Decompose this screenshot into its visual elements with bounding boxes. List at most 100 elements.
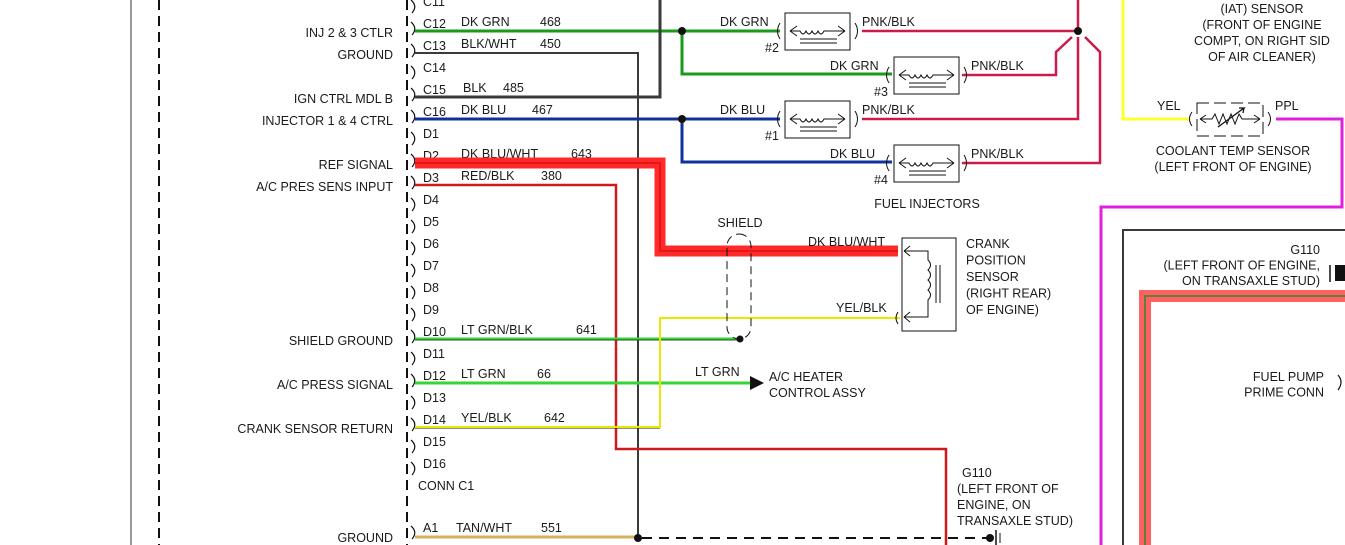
pin-contact-icon [410, 109, 416, 124]
pin-contact-icon [410, 131, 416, 146]
circuit-number: 450 [540, 37, 561, 51]
wire-color-label: DK BLU [461, 103, 506, 117]
wire-color-label: LT GRN [461, 367, 506, 381]
pin-d8: D8 [410, 281, 439, 300]
circuit-number: 467 [532, 103, 553, 117]
coolant-sensor-label: (LEFT FRONT OF ENGINE) [1154, 160, 1311, 174]
pin-contact-icon [410, 329, 416, 344]
circuit-number: 66 [537, 367, 551, 381]
wire-color-label: BLK/WHT [461, 37, 517, 51]
circuit-number: 468 [540, 15, 561, 29]
splice-dot [678, 27, 686, 35]
wire-yel-blk-642 [415, 317, 900, 428]
g110-ground-label: (LEFT FRONT OF [957, 482, 1059, 496]
wire-fuel-pump-highlighted [1139, 290, 1345, 545]
circuit-number: 642 [544, 411, 565, 425]
g110-ground-label: TRANSAXLE STUD) [957, 514, 1073, 528]
pin-function-label: IGN CTRL MDL B [294, 92, 393, 106]
pin-number: A1 [423, 521, 438, 535]
pin-d4: D4 [410, 193, 439, 212]
pin-number: C15 [423, 83, 446, 97]
pin-contact-icon [410, 153, 416, 168]
injector-input-wire-label: DK BLU [830, 147, 875, 161]
pin-d13: D13 [410, 391, 446, 410]
circuit-number: 485 [503, 81, 524, 95]
pin-number: D5 [423, 215, 439, 229]
connector-bracket-icon [886, 154, 890, 172]
pin-c11: C11 [410, 0, 445, 14]
injector-output-wire-label: PNK/BLK [971, 59, 1024, 73]
splice-dot [678, 115, 686, 123]
pin-contact-icon [410, 219, 416, 234]
wire-color-label: DK GRN [461, 15, 510, 29]
pin-contact-icon [410, 87, 416, 102]
fuel-injectors-label: FUEL INJECTORS [874, 197, 980, 211]
ac-heater-label: CONTROL ASSY [769, 386, 866, 400]
pin-number: D11 [423, 347, 445, 361]
pin-contact-icon [410, 241, 416, 256]
pin-function-label: GROUND [337, 48, 393, 62]
pin-function-label: A/C PRES SENS INPUT [256, 180, 393, 194]
wires [415, 0, 1345, 545]
crank-wire-bottom-label: YEL/BLK [836, 301, 887, 315]
connector-bracket-icon [963, 66, 967, 84]
pin-contact-icon [410, 197, 416, 212]
pin-contact-icon [410, 175, 416, 190]
pin-number: D16 [423, 457, 446, 471]
connector-bracket-icon [886, 66, 890, 84]
pin-number: C13 [423, 39, 446, 53]
wire-color-label: RED/BLK [461, 169, 515, 183]
ground-symbol-icon [1335, 265, 1345, 281]
pin-contact-icon [410, 439, 416, 454]
ground-dot [986, 534, 994, 542]
injector-number: #2 [765, 41, 779, 55]
pin-number: D9 [423, 303, 439, 317]
wire-blk-ground [1122, 229, 1345, 545]
g110-ground-label: ENGINE, ON [957, 498, 1031, 512]
pin-contact-icon [410, 395, 416, 410]
coolant-out-wire-label: PPL [1275, 99, 1299, 113]
pin-number: C14 [423, 61, 446, 75]
wire-ppl [1099, 117, 1344, 545]
core-icon [909, 82, 946, 88]
g110-ground-label: G110 [962, 466, 992, 480]
pin-contact-icon [410, 21, 416, 36]
wire-color-label: LT GRN/BLK [461, 323, 533, 337]
pin-function-label: GROUND [337, 531, 393, 545]
variable-arrow-icon [1217, 107, 1246, 128]
g110-ground-label: G110 [1290, 243, 1320, 257]
iat-sensor-label: COMPT, ON RIGHT SID [1194, 34, 1330, 48]
pin-contact-icon [410, 65, 416, 80]
wire-red-blk-380 [415, 183, 948, 545]
coolant-sensor-label: COOLANT TEMP SENSOR [1156, 144, 1310, 158]
pin-d11: D11 [410, 347, 445, 366]
pin-number: C16 [423, 105, 446, 119]
pin-function-label: SHIELD GROUND [289, 334, 393, 348]
pin-function-label: A/C PRESS SIGNAL [277, 378, 393, 392]
component-labels: FUEL INJECTORSSHIELDCRANKPOSITIONSENSOR(… [695, 2, 1330, 528]
pin-number: D12 [423, 369, 446, 383]
sensor-body-icon [901, 237, 957, 332]
ac-heater-label: A/C HEATER [769, 370, 843, 384]
injector-output-wire-label: PNK/BLK [862, 103, 915, 117]
pin-d5: D5 [410, 215, 439, 234]
circuit-number: 551 [541, 521, 562, 535]
core-icon [800, 38, 837, 44]
arrow-icon [750, 376, 764, 390]
pin-contact-icon [1337, 374, 1342, 391]
injector-number: #1 [765, 129, 779, 143]
pin-number: D1 [423, 127, 439, 141]
pin-d16: D16 [410, 457, 446, 476]
connector-bracket-icon [777, 22, 781, 40]
pin-contact-icon [410, 351, 416, 366]
wire-dk-blu-wht-643 [415, 162, 898, 252]
coil-icon [898, 69, 955, 81]
